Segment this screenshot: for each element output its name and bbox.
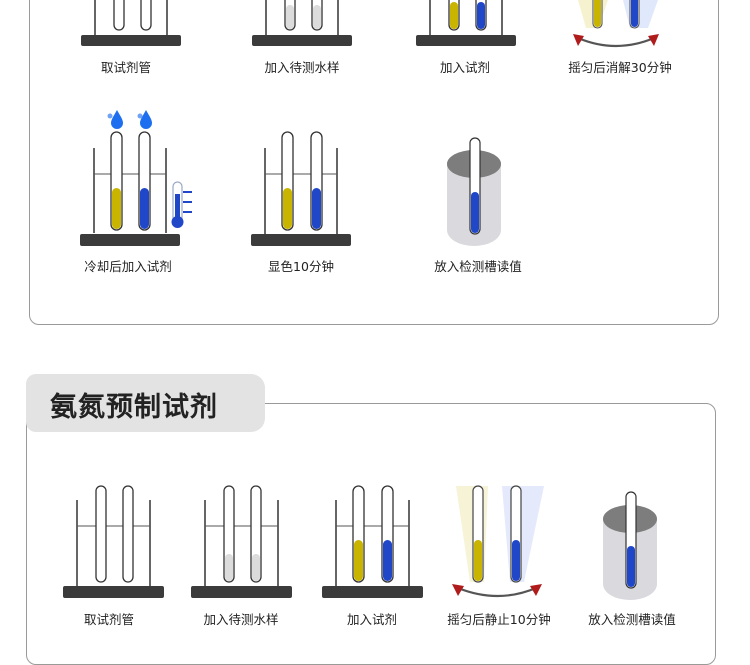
section-title: 氨氮预制试剂 xyxy=(50,392,218,423)
shake-digest-icon xyxy=(573,0,659,48)
step-detection-cell-1 xyxy=(446,136,506,248)
step-label: 加入待测水样 xyxy=(203,612,279,627)
beaker-reagent-tubes-icon xyxy=(416,0,516,46)
step-color-develop xyxy=(251,130,351,248)
beaker-reagent-tubes-icon xyxy=(322,485,423,598)
shake-rest-icon xyxy=(452,485,544,598)
beaker-water-sample-icon xyxy=(191,485,292,598)
color-develop-icon xyxy=(251,131,351,246)
beaker-two-empty-tubes-icon xyxy=(81,0,181,46)
detection-cell-icon xyxy=(447,137,501,246)
cool-add-reagent-icon xyxy=(80,110,192,246)
step-label: 冷却后加入试剂 xyxy=(84,259,172,274)
section-title-tab: 氨氮预制试剂 xyxy=(26,374,265,432)
process-panel-2 xyxy=(26,403,716,665)
step-label: 摇匀后静止10分钟 xyxy=(447,612,551,627)
step-label: 放入检测槽读值 xyxy=(588,612,676,627)
step-label: 取试剂管 xyxy=(100,60,152,75)
detection-cell-icon xyxy=(603,491,657,600)
step-label: 摇匀后消解30分钟 xyxy=(568,60,672,75)
step-label: 显色10分钟 xyxy=(268,259,334,274)
step-take-tubes-2 xyxy=(63,484,164,600)
step-add-sample-1 xyxy=(252,0,352,48)
step-label: 加入试剂 xyxy=(346,612,398,627)
beaker-two-empty-tubes-icon xyxy=(63,485,164,598)
step-label: 加入待测水样 xyxy=(264,60,340,75)
step-shake-digest-1 xyxy=(568,0,668,50)
step-add-reagent-2 xyxy=(322,484,423,600)
step-label: 取试剂管 xyxy=(83,612,135,627)
step-label: 加入试剂 xyxy=(439,60,491,75)
step-add-reagent-1 xyxy=(416,0,516,48)
step-add-sample-2 xyxy=(191,484,292,600)
step-shake-rest xyxy=(448,482,548,602)
step-take-tubes-1 xyxy=(81,0,181,48)
beaker-water-sample-icon xyxy=(252,0,352,46)
step-label: 放入检测槽读值 xyxy=(434,259,522,274)
step-cool-add-reagent xyxy=(80,108,200,248)
step-detection-cell-2 xyxy=(602,490,662,602)
